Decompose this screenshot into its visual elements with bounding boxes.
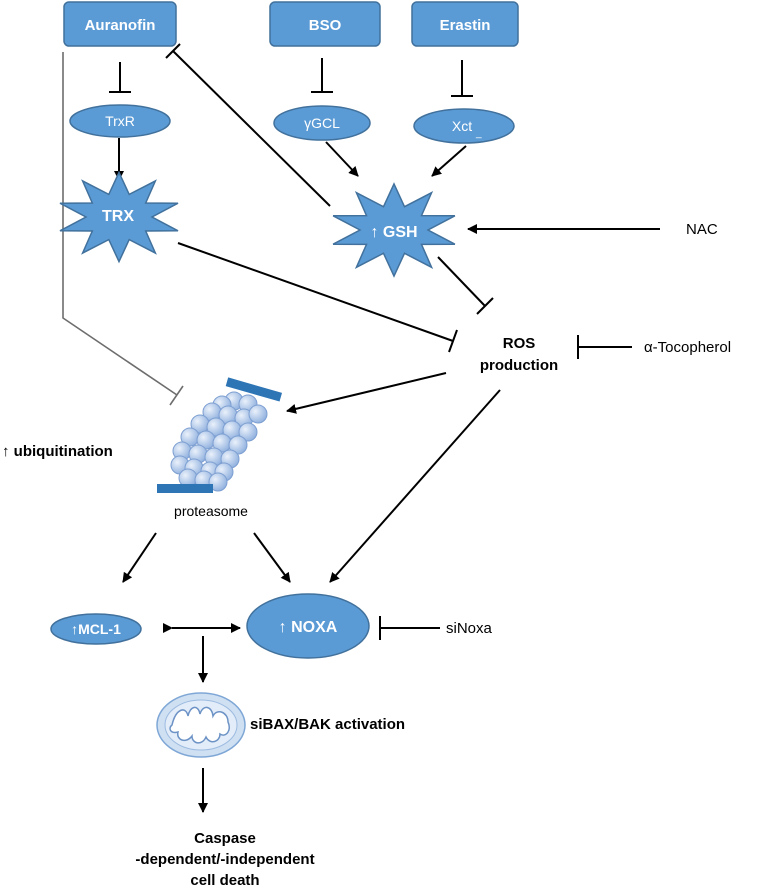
drug-auranofin-label: Auranofin <box>85 17 156 34</box>
node-noxa-label: ↑ NOXA <box>279 619 338 636</box>
edge-auranofin-inhibits-proteasome <box>62 52 184 406</box>
edge-xct-to-gsh <box>431 145 467 177</box>
mitochondrion <box>156 692 246 758</box>
proteasome-cap-top <box>225 377 283 402</box>
bax-bak-label: siBAX/BAK activation <box>250 716 405 733</box>
edge-gsh-inhibits-auranofin <box>165 43 331 207</box>
inhibitor-tocopherol: α-Tocopherol <box>644 339 731 356</box>
proteasome-subunit <box>208 472 228 492</box>
drug-bso: BSO <box>269 1 381 47</box>
edges <box>62 43 660 813</box>
ros-label-line1: ROS <box>503 335 536 352</box>
star-gsh: ↑ GSH <box>332 182 456 278</box>
proteasome-label: proteasome <box>174 503 248 519</box>
inhibitor-nac: NAC <box>686 221 718 238</box>
edge-ros-to-proteasome <box>286 372 447 414</box>
target-xct: Xct _ <box>413 108 515 144</box>
target-xct-label: Xct <box>452 118 472 134</box>
svg-text:_: _ <box>475 128 482 139</box>
ubiquitination-label: ↑ ubiquitination <box>2 443 113 460</box>
edge-erastin-inhibits-xct <box>451 60 473 97</box>
inhibitor-sinoxa: siNoxa <box>446 620 493 637</box>
edge-tocopherol-inhibits-ros <box>577 335 632 359</box>
node-mcl1: ↑MCL-1 <box>50 613 142 645</box>
edge-gsh-inhibits-ros <box>437 256 494 315</box>
ros-label-line2: production <box>480 357 558 374</box>
death-label-line3: cell death <box>190 872 259 888</box>
drug-bso-label: BSO <box>309 17 342 34</box>
edge-sinoxa-inhibits-noxa <box>379 616 440 640</box>
edge-ygcl-to-gsh <box>325 141 359 177</box>
proteasome-subunit <box>248 404 268 424</box>
edge-proteasome-to-noxa <box>253 532 291 583</box>
edge-trx-inhibits-ros <box>177 242 458 353</box>
node-noxa: ↑ NOXA <box>246 593 370 659</box>
edge-proteasome-to-mcl1 <box>122 532 157 583</box>
node-mcl1-label: ↑MCL-1 <box>71 621 121 637</box>
star-trx: TRX <box>59 170 179 264</box>
star-trx-label: TRX <box>102 208 134 225</box>
edge-auranofin-inhibits-trxr <box>109 62 131 93</box>
drug-auranofin: Auranofin <box>63 1 177 47</box>
proteasome <box>157 377 283 493</box>
drug-erastin: Erastin <box>411 1 519 47</box>
proteasome-subunit <box>238 422 258 442</box>
target-trxr: TrxR <box>69 104 171 138</box>
target-ygcl: γGCL <box>273 105 371 141</box>
death-label-line1: Caspase <box>194 830 256 847</box>
target-ygcl-label: γGCL <box>304 115 340 131</box>
target-trxr-label: TrxR <box>105 113 135 129</box>
death-label-line2: -dependent/-independent <box>135 851 314 868</box>
star-gsh-label: ↑ GSH <box>370 224 417 241</box>
proteasome-cap-bottom <box>157 484 213 493</box>
edge-bso-inhibits-ygcl <box>311 58 333 93</box>
drug-erastin-label: Erastin <box>440 17 491 34</box>
edge-ros-to-noxa <box>329 389 501 583</box>
